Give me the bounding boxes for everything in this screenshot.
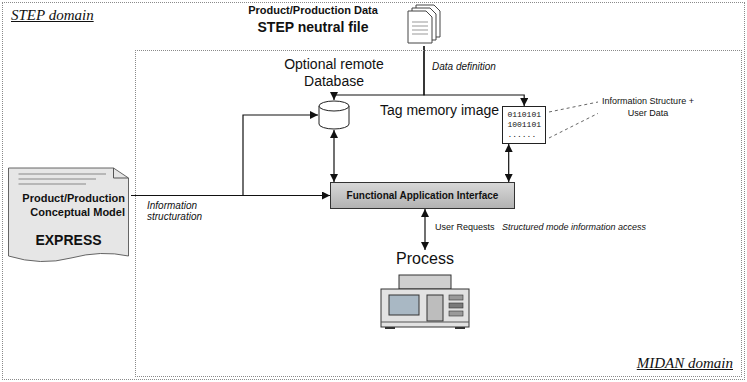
database-symbol — [318, 100, 350, 130]
connector-arrow — [424, 209, 425, 250]
leader-line — [549, 102, 598, 112]
connector-arrow — [131, 195, 330, 196]
connector-arrow — [131, 115, 318, 196]
machine-illustration — [377, 272, 473, 330]
connector-label: Information structuration — [145, 200, 239, 222]
express-model-document: Product/Production Conceptual ModelEXPRE… — [6, 166, 131, 266]
midan-domain-region: MIDAN domain Optional remote DatabaseTag … — [135, 50, 742, 377]
process-title: Process — [370, 250, 480, 268]
leader-group — [549, 102, 598, 138]
database-title: Optional remote Database — [268, 56, 400, 90]
tag-memory-image: Tag memory image0110101 1001101 ...... — [380, 102, 548, 148]
document-title: EXPRESS — [6, 232, 131, 248]
document-title: STEP neutral file — [232, 19, 394, 35]
connector-group — [131, 46, 524, 250]
box-label: Functional Application Interface — [337, 190, 508, 201]
region-title: MIDAN domain — [637, 355, 733, 372]
database-cylinder: Optional remote Database — [268, 56, 400, 130]
memory-bits: 0110101 1001101 ...... — [502, 106, 546, 144]
leader-line — [549, 113, 598, 138]
callout-note: Information Structure + User Data — [602, 96, 694, 119]
interface-box: Functional Application Interface — [330, 182, 515, 209]
connector-label: Data definition — [430, 61, 498, 72]
access-note: Structured mode information access — [502, 222, 646, 234]
document-title: Product/Production Conceptual Model — [6, 166, 131, 220]
region-title: STEP domain — [11, 7, 94, 24]
file-stack-icon — [406, 4, 442, 46]
document-title: Product/Production Data — [232, 4, 394, 16]
connector-arrow — [333, 130, 334, 182]
connector-arrow — [508, 144, 509, 182]
connector-arrow — [424, 46, 524, 106]
tag-title: Tag memory image — [380, 102, 498, 118]
step-file-document: Product/Production DataSTEP neutral file — [232, 4, 442, 48]
connector-label: User Requests — [433, 222, 497, 232]
process-station: Process — [370, 250, 480, 330]
